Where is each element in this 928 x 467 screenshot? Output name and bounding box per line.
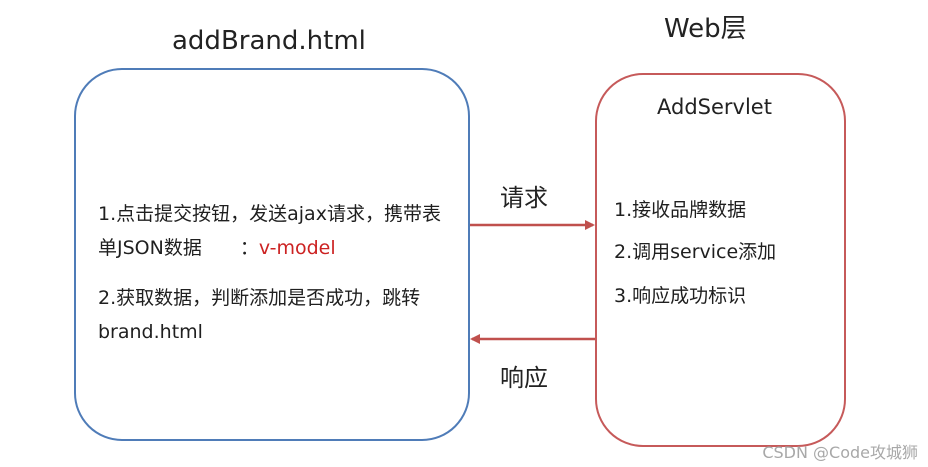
servlet-step-1: 1.接收品牌数据 xyxy=(614,199,747,221)
step-1-line-2: 单JSON数据 ：v-model xyxy=(98,234,336,262)
addbrand-page-box xyxy=(74,68,470,441)
servlet-name: AddServlet xyxy=(657,95,772,119)
step-2-line-2: brand.html xyxy=(98,321,203,343)
v-model-highlight: v-model xyxy=(258,237,336,259)
step-1-line-1: 1.点击提交按钮，发送ajax请求，携带表 xyxy=(98,203,441,225)
csdn-watermark: CSDN @Code攻城狮 xyxy=(762,443,918,462)
web-layer-title: Web层 xyxy=(664,14,747,44)
servlet-step-2: 2.调用service添加 xyxy=(614,241,777,263)
request-label: 请求 xyxy=(500,184,548,212)
step-2-line-1: 2.获取数据，判断添加是否成功，跳转 xyxy=(98,287,421,309)
colon-separator: ： xyxy=(239,237,259,259)
json-data-text: 单JSON数据 xyxy=(98,237,202,259)
addservlet-box xyxy=(595,73,846,447)
response-label: 响应 xyxy=(500,364,548,392)
servlet-step-3: 3.响应成功标识 xyxy=(614,285,747,307)
addbrand-page-title: addBrand.html xyxy=(172,26,366,56)
